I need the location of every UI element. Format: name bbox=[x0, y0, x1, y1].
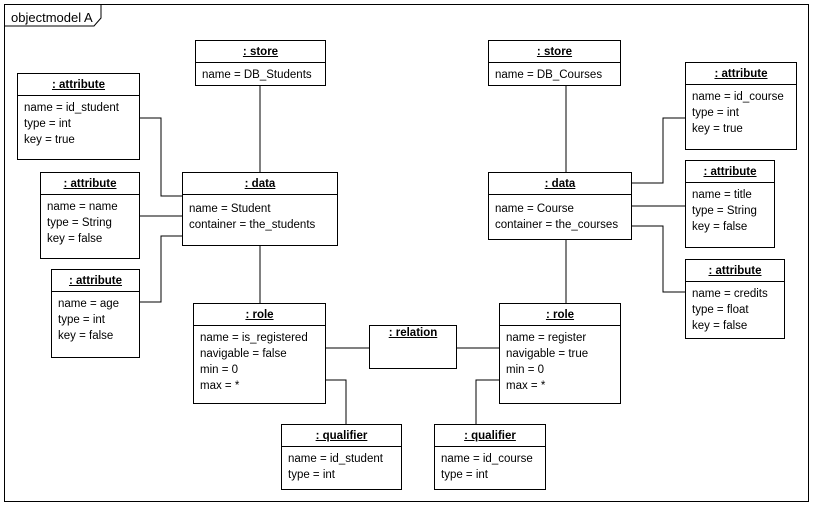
object-title: : attribute bbox=[52, 270, 139, 292]
object-title: : qualifier bbox=[282, 425, 401, 447]
object-line: type = int bbox=[288, 469, 335, 481]
object-title: : qualifier bbox=[435, 425, 545, 447]
object-line: name = name bbox=[47, 201, 118, 213]
object-title: : attribute bbox=[686, 63, 796, 85]
object-line: name = is_registered bbox=[200, 332, 308, 344]
object-line: name = id_course bbox=[692, 91, 784, 103]
object-line: max = * bbox=[200, 380, 240, 392]
attribute-id-student-object[interactable]: : attribute name = id_student type = int… bbox=[17, 73, 140, 160]
object-line: name = age bbox=[58, 298, 120, 310]
object-line: type = String bbox=[692, 205, 757, 217]
object-line: type = int bbox=[692, 107, 739, 119]
object-line: type = int bbox=[58, 314, 105, 326]
attribute-title-object[interactable]: : attribute name = title type = String k… bbox=[685, 160, 775, 248]
object-title: : role bbox=[194, 304, 325, 326]
diagram-frame bbox=[4, 4, 809, 502]
object-line: name = title bbox=[692, 189, 752, 201]
object-title: : data bbox=[183, 173, 337, 195]
object-line: name = id_student bbox=[288, 453, 383, 465]
object-line: name = credits bbox=[692, 288, 768, 300]
store-courses-object[interactable]: : store name = DB_Courses bbox=[488, 40, 621, 86]
frame-title: objectmodel A bbox=[11, 10, 93, 25]
object-line: name = DB_Students bbox=[202, 69, 312, 81]
object-line: name = DB_Courses bbox=[495, 69, 603, 81]
object-title: : attribute bbox=[18, 74, 139, 96]
link-attr-credits-data bbox=[632, 225, 685, 293]
link-attr-age-data bbox=[140, 235, 182, 303]
object-title: : data bbox=[489, 173, 631, 195]
object-title: : store bbox=[196, 41, 325, 63]
object-line: key = false bbox=[692, 221, 748, 233]
object-line: key = false bbox=[692, 320, 748, 332]
object-line: container = the_courses bbox=[495, 219, 619, 231]
store-students-object[interactable]: : store name = DB_Students bbox=[195, 40, 326, 86]
attribute-name-object[interactable]: : attribute name = name type = String ke… bbox=[40, 172, 140, 259]
link-attr-id-course-data bbox=[632, 117, 685, 184]
object-title: : attribute bbox=[686, 260, 784, 282]
object-line: key = false bbox=[47, 233, 103, 245]
object-line: name = id_student bbox=[24, 102, 119, 114]
data-course-object[interactable]: : data name = Course container = the_cou… bbox=[488, 172, 632, 240]
role-is-registered-object[interactable]: : role name = is_registered navigable = … bbox=[193, 303, 326, 404]
object-line: key = true bbox=[692, 123, 743, 135]
attribute-credits-object[interactable]: : attribute name = credits type = float … bbox=[685, 259, 785, 339]
role-register-object[interactable]: : role name = register navigable = true … bbox=[499, 303, 621, 404]
attribute-id-course-object[interactable]: : attribute name = id_course type = int … bbox=[685, 62, 797, 150]
object-title: : relation bbox=[388, 327, 438, 339]
link-role-qualifier-course bbox=[475, 379, 499, 424]
object-line: key = false bbox=[58, 330, 114, 342]
relation-object[interactable]: : relation bbox=[369, 325, 457, 369]
link-role-qualifier-student bbox=[326, 379, 347, 424]
object-line: min = 0 bbox=[506, 364, 545, 376]
object-line: container = the_students bbox=[189, 219, 316, 231]
frame-tab bbox=[4, 4, 102, 27]
object-title: : role bbox=[500, 304, 620, 326]
object-line: navigable = false bbox=[200, 348, 287, 360]
object-line: name = id_course bbox=[441, 453, 533, 465]
link-attr-id-student-data bbox=[140, 117, 182, 197]
object-title: : store bbox=[489, 41, 620, 63]
object-line: name = Course bbox=[495, 203, 574, 215]
object-title: : attribute bbox=[41, 173, 139, 195]
object-line: name = Student bbox=[189, 203, 271, 215]
object-line: name = register bbox=[506, 332, 587, 344]
object-line: type = int bbox=[24, 118, 71, 130]
object-line: key = true bbox=[24, 134, 75, 146]
data-student-object[interactable]: : data name = Student container = the_st… bbox=[182, 172, 338, 246]
object-line: max = * bbox=[506, 380, 546, 392]
object-line: navigable = true bbox=[506, 348, 589, 360]
object-title: : attribute bbox=[686, 161, 774, 183]
qualifier-id-course-object[interactable]: : qualifier name = id_course type = int bbox=[434, 424, 546, 490]
attribute-age-object[interactable]: : attribute name = age type = int key = … bbox=[51, 269, 140, 358]
object-line: type = String bbox=[47, 217, 112, 229]
object-line: type = int bbox=[441, 469, 488, 481]
object-line: min = 0 bbox=[200, 364, 239, 376]
qualifier-id-student-object[interactable]: : qualifier name = id_student type = int bbox=[281, 424, 402, 490]
object-line: type = float bbox=[692, 304, 749, 316]
